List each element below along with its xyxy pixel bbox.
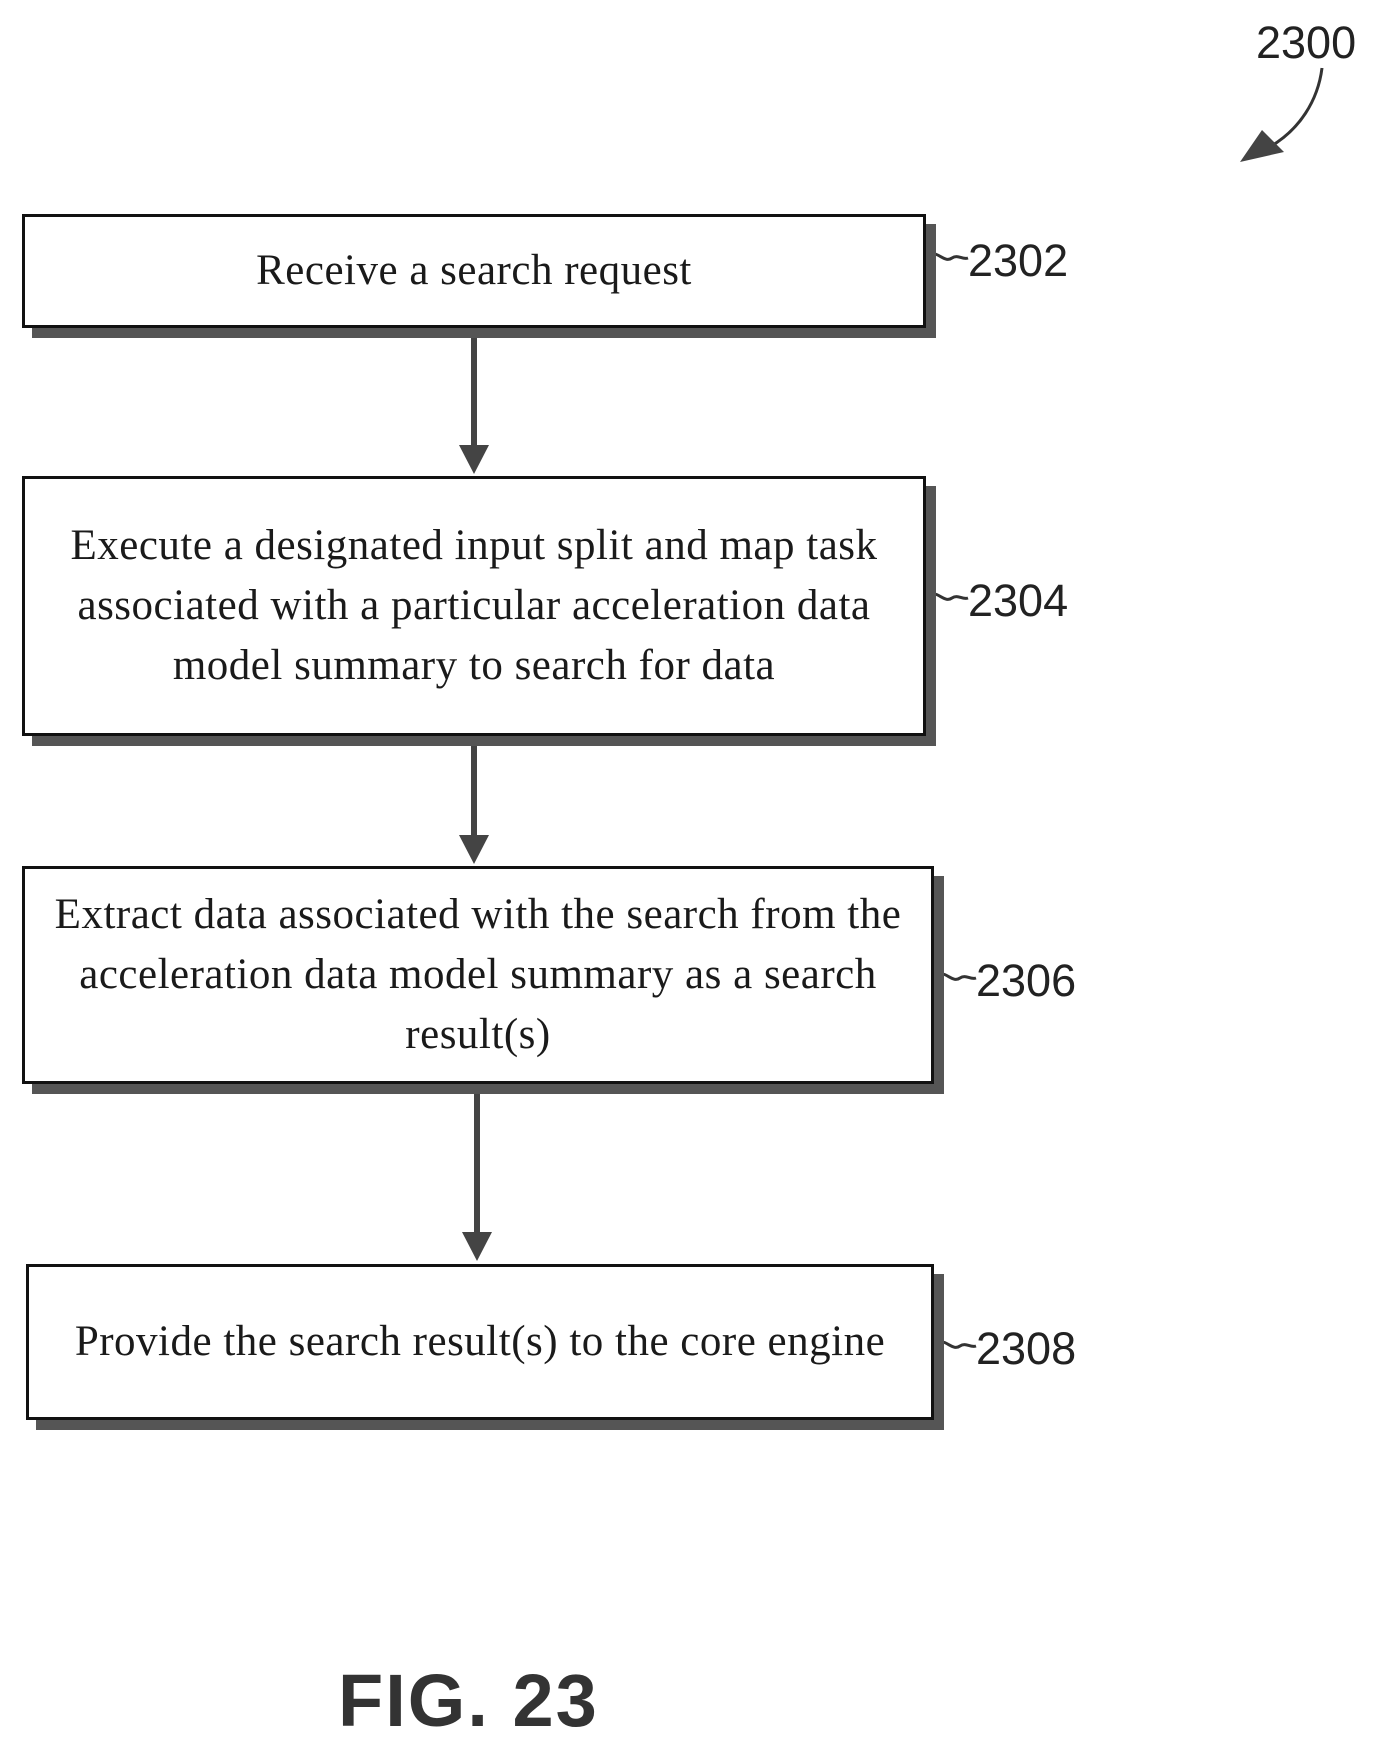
- leader-2306: [936, 974, 976, 980]
- step-box-2308: Provide the search result(s) to the core…: [26, 1264, 934, 1420]
- arrowhead-2308: [462, 1232, 492, 1261]
- figure-number-label: 2300: [1256, 20, 1356, 65]
- figure-caption: FIG. 23: [338, 1664, 599, 1738]
- leader-2308: [936, 1342, 976, 1348]
- step-box-2304: Execute a designated input split and map…: [22, 476, 926, 736]
- step-ref-2306: 2306: [976, 958, 1076, 1003]
- step-text-2304: Execute a designated input split and map…: [39, 516, 909, 696]
- leader-2302: [928, 254, 968, 260]
- step-ref-2304: 2304: [968, 578, 1068, 623]
- leader-2304: [928, 594, 968, 600]
- step-text-2302: Receive a search request: [256, 241, 692, 301]
- figure-pointer-arrowhead: [1240, 130, 1284, 162]
- step-ref-2308: 2308: [976, 1326, 1076, 1371]
- arrowhead-2306: [459, 835, 489, 864]
- step-text-2306: Extract data associated with the search …: [39, 885, 917, 1065]
- arrowhead-2304: [459, 445, 489, 474]
- step-box-2302: Receive a search request: [22, 214, 926, 328]
- step-ref-2302: 2302: [968, 238, 1068, 283]
- figure-pointer-line: [1268, 68, 1322, 148]
- step-box-2306: Extract data associated with the search …: [22, 866, 934, 1084]
- step-text-2308: Provide the search result(s) to the core…: [75, 1312, 885, 1372]
